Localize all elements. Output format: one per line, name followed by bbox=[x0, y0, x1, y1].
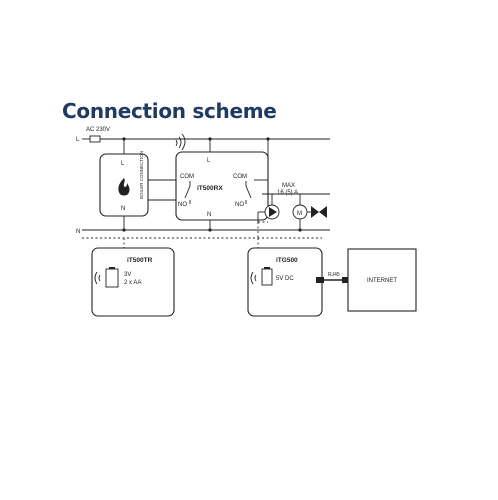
receiver-l-label: L bbox=[207, 158, 211, 164]
internet-label: INTERNET bbox=[367, 278, 397, 284]
receiver-name: iT500RX bbox=[197, 185, 223, 192]
relay-right-contact bbox=[245, 185, 252, 199]
gateway-wifi-icon bbox=[250, 271, 257, 285]
relay-left-contact bbox=[184, 185, 191, 199]
motor-label: M bbox=[297, 211, 302, 217]
gateway-name: iTG500 bbox=[276, 257, 298, 264]
power-adapter-icon bbox=[261, 267, 273, 286]
supply-neutral-label: N bbox=[76, 229, 80, 235]
thermostat-box bbox=[91, 247, 175, 317]
rating-label: 16 (5) A bbox=[277, 190, 298, 196]
valve-icon bbox=[311, 206, 327, 218]
receiver-box bbox=[175, 151, 269, 221]
receiver-n-label: N bbox=[207, 212, 211, 218]
rj45-port-left bbox=[316, 277, 324, 283]
max-label: MAX bbox=[282, 183, 295, 189]
thermostat-wifi-icon bbox=[94, 271, 101, 285]
supply-line-label: L bbox=[76, 137, 80, 143]
thermostat-name: iT500TR bbox=[127, 257, 153, 264]
internet-box bbox=[347, 248, 417, 312]
gateway-power-label: 5V DC bbox=[276, 276, 294, 282]
flame-icon bbox=[118, 178, 130, 196]
pump-icon bbox=[264, 204, 280, 220]
rj45-label: RJ45 bbox=[328, 272, 340, 278]
supply-voltage-label: AC 230V bbox=[86, 127, 110, 133]
boiler-n-label: N bbox=[121, 206, 125, 212]
rj45-port-right bbox=[342, 277, 350, 283]
relay-left-com-label: COM bbox=[180, 174, 194, 180]
battery-icon bbox=[105, 267, 119, 288]
boiler-side-text: BOILER CONNECTION bbox=[139, 151, 144, 199]
receiver-wifi-icon bbox=[175, 133, 186, 151]
relay-left-no-label: NO bbox=[178, 202, 187, 208]
relay-right-no-label: NO bbox=[235, 202, 244, 208]
thermostat-power-line1: 3V bbox=[124, 272, 131, 278]
fuse-symbol bbox=[89, 135, 101, 143]
relay-right-com-label: COM bbox=[233, 174, 247, 180]
page-title: Connection scheme bbox=[62, 99, 277, 123]
boiler-l-label: L bbox=[121, 161, 125, 167]
thermostat-power-line2: 2 x AA bbox=[124, 280, 141, 286]
